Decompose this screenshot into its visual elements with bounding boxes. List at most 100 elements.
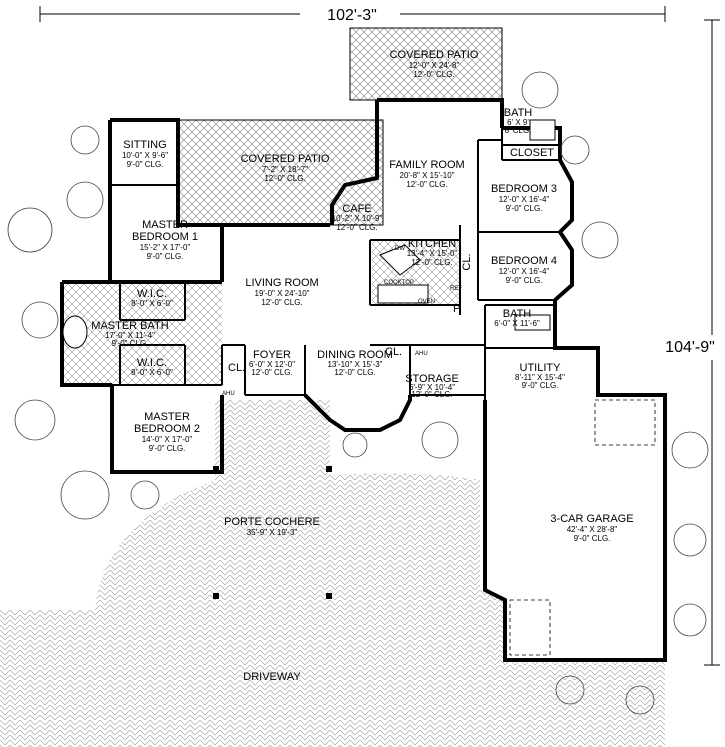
- svg-text:12'-0" X 16'-4": 12'-0" X 16'-4": [499, 195, 550, 204]
- pantry-label: P: [453, 303, 460, 315]
- svg-text:3-CAR GARAGE: 3-CAR GARAGE: [550, 513, 633, 525]
- svg-text:KITCHEN: KITCHEN: [408, 238, 456, 250]
- room-closet: CLOSET: [510, 147, 554, 159]
- covered-patio-top: [349, 27, 503, 101]
- svg-text:DRIVEWAY: DRIVEWAY: [243, 671, 301, 683]
- room-wic-1: W.I.C. 8'-0" X 6'-0": [131, 288, 173, 308]
- svg-text:12'-0" X 24'-8": 12'-0" X 24'-8": [409, 61, 460, 70]
- svg-text:BEDROOM 4: BEDROOM 4: [491, 255, 557, 267]
- room-bedroom-3: BEDROOM 3 12'-0" X 16'-4" 9'-0" CLG.: [491, 183, 557, 213]
- svg-text:9'-0" CLG.: 9'-0" CLG.: [574, 534, 611, 543]
- ahu-label-2: AHU: [222, 391, 235, 397]
- master-bath-floor: [62, 282, 222, 385]
- kitchen-closet-label: CL.: [461, 253, 473, 270]
- svg-text:17'-0" X 11'-4": 17'-0" X 11'-4": [105, 331, 155, 340]
- svg-text:12'-0" CLG.: 12'-0" CLG.: [334, 368, 375, 377]
- svg-text:20'-8" X 15'-10": 20'-8" X 15'-10": [400, 171, 455, 180]
- bath-top-fixture: [529, 119, 556, 141]
- svg-text:9'-0" CLG.: 9'-0" CLG.: [506, 276, 543, 285]
- svg-text:9'-0" CLG.: 9'-0" CLG.: [127, 160, 164, 169]
- column: [213, 593, 219, 599]
- svg-text:8'-0" X 6'-0": 8'-0" X 6'-0": [131, 299, 173, 308]
- column: [326, 466, 332, 472]
- driveway-paving: [0, 400, 665, 747]
- svg-text:PORTE COCHERE: PORTE COCHERE: [224, 516, 320, 528]
- svg-text:MASTER: MASTER: [142, 219, 188, 231]
- foyer-closet-label: CL.: [228, 362, 245, 374]
- room-bath-top: BATH 6' X 9' 8' CLG.: [504, 107, 533, 135]
- svg-text:SITTING: SITTING: [123, 139, 166, 151]
- svg-text:COVERED PATIO: COVERED PATIO: [241, 153, 330, 165]
- svg-text:COVERED PATIO: COVERED PATIO: [390, 49, 479, 61]
- svg-text:8' CLG.: 8' CLG.: [505, 126, 532, 135]
- svg-text:12'-0" CLG.: 12'-0" CLG.: [336, 223, 377, 232]
- svg-text:MASTER BATH: MASTER BATH: [91, 320, 168, 332]
- svg-text:BATH: BATH: [504, 107, 533, 119]
- svg-text:STORAGE: STORAGE: [405, 373, 459, 385]
- master-tub: [62, 315, 88, 349]
- kitchen-island: [379, 244, 421, 276]
- svg-text:7'-2" X 18'-7": 7'-2" X 18'-7": [262, 165, 308, 174]
- svg-text:DINING ROOM: DINING ROOM: [317, 349, 393, 361]
- svg-text:10'-2" X 10'-9": 10'-2" X 10'-9": [332, 214, 383, 223]
- room-bath-2: BATH 6'-0" X 11'-6": [494, 308, 540, 328]
- svg-text:19'-0" X 24'-10": 19'-0" X 24'-10": [255, 289, 310, 298]
- svg-text:12'-0" CLG.: 12'-0" CLG.: [251, 368, 292, 377]
- svg-text:W.I.C.: W.I.C.: [137, 357, 167, 369]
- porte-cochere-slab: [215, 470, 330, 595]
- svg-text:8'-0" X 6'-0": 8'-0" X 6'-0": [131, 368, 173, 377]
- svg-text:9'-0" CLG.: 9'-0" CLG.: [149, 444, 186, 453]
- room-driveway: DRIVEWAY: [243, 671, 301, 683]
- room-master-bath: MASTER BATH 17'-0" X 11'-4" 9'-0" CLG.: [91, 320, 168, 348]
- ahu-label: AHU: [415, 351, 428, 357]
- room-porte-cochere: PORTE COCHERE 35'-9" X 19'-3": [224, 516, 320, 537]
- interior-walls: [110, 128, 560, 400]
- svg-text:14'-0" X 17'-0": 14'-0" X 17'-0": [142, 435, 193, 444]
- exterior-walls: [60, 98, 667, 662]
- svg-text:FAMILY ROOM: FAMILY ROOM: [389, 159, 464, 171]
- room-family-room: FAMILY ROOM 20'-8" X 15'-10" 12'-0" CLG.: [389, 159, 464, 189]
- svg-text:10'-0" X 9'-6": 10'-0" X 9'-6": [122, 151, 168, 160]
- landscaping: [7, 71, 709, 715]
- svg-text:9'-0" CLG.: 9'-0" CLG.: [147, 252, 184, 261]
- svg-text:LIVING ROOM: LIVING ROOM: [245, 277, 318, 289]
- svg-text:13'-4" X 15'-0": 13'-4" X 15'-0": [407, 249, 458, 258]
- cooktop-label: COOKTOP: [384, 280, 414, 286]
- room-master-bedroom-2: MASTER BEDROOM 2 14'-0" X 17'-0" 9'-0" C…: [134, 411, 200, 453]
- room-covered-patio-mid: COVERED PATIO 7'-2" X 18'-7" 12'-0" CLG.: [241, 153, 330, 183]
- svg-text:13'-10" X 15'-3": 13'-10" X 15'-3": [328, 360, 383, 369]
- svg-text:6'-0" X 12'-0": 6'-0" X 12'-0": [249, 360, 295, 369]
- svg-text:12'-0" CLG.: 12'-0" CLG.: [411, 390, 452, 399]
- svg-text:9'-0" CLG.: 9'-0" CLG.: [112, 339, 149, 348]
- room-utility: UTILITY 8'-11" X 15'-4" 9'-0" CLG.: [515, 362, 565, 390]
- svg-text:BEDROOM 1: BEDROOM 1: [132, 231, 198, 243]
- svg-text:9'-0" CLG.: 9'-0" CLG.: [522, 381, 559, 390]
- svg-text:12'-0" X 16'-4": 12'-0" X 16'-4": [499, 267, 550, 276]
- svg-text:BEDROOM 2: BEDROOM 2: [134, 423, 200, 435]
- room-covered-patio-top: COVERED PATIO 12'-0" X 24'-8" 12'-0" CLG…: [390, 49, 479, 79]
- svg-text:6'-0" X 11'-6": 6'-0" X 11'-6": [494, 319, 540, 328]
- kitchen-counter: [377, 284, 429, 304]
- svg-text:MASTER: MASTER: [144, 411, 190, 423]
- room-kitchen: KITCHEN 13'-4" X 15'-0" 12'-0" CLG.: [407, 238, 458, 267]
- svg-text:UTILITY: UTILITY: [520, 362, 562, 374]
- svg-text:42'-4" X 28'-8": 42'-4" X 28'-8": [567, 525, 618, 534]
- room-living-room: LIVING ROOM 19'-0" X 24'-10" 12'-0" CLG.: [245, 277, 318, 307]
- svg-text:12'-0" CLG.: 12'-0" CLG.: [264, 174, 305, 183]
- svg-text:12'-0" CLG.: 12'-0" CLG.: [406, 180, 447, 189]
- svg-text:CLOSET: CLOSET: [510, 147, 554, 159]
- svg-text:BATH: BATH: [503, 308, 532, 320]
- column: [213, 466, 219, 472]
- room-master-bedroom-1: MASTER BEDROOM 1 15'-2" X 17'-0" 9'-0" C…: [132, 219, 198, 261]
- room-garage: 3-CAR GARAGE 42'-4" X 28'-8" 9'-0" CLG.: [550, 513, 633, 543]
- depth-label: 104'-9": [665, 339, 715, 356]
- svg-text:CAFE: CAFE: [342, 203, 371, 215]
- room-storage: STORAGE 6'-9" X 10'-4" 12'-0" CLG.: [405, 373, 459, 399]
- bath-tub-2: [514, 314, 551, 331]
- svg-text:9'-0" CLG.: 9'-0" CLG.: [506, 204, 543, 213]
- dw-label: DW: [395, 246, 405, 252]
- room-foyer: FOYER 6'-0" X 12'-0" 12'-0" CLG.: [249, 349, 295, 377]
- svg-text:W.I.C.: W.I.C.: [137, 288, 167, 300]
- column: [326, 593, 332, 599]
